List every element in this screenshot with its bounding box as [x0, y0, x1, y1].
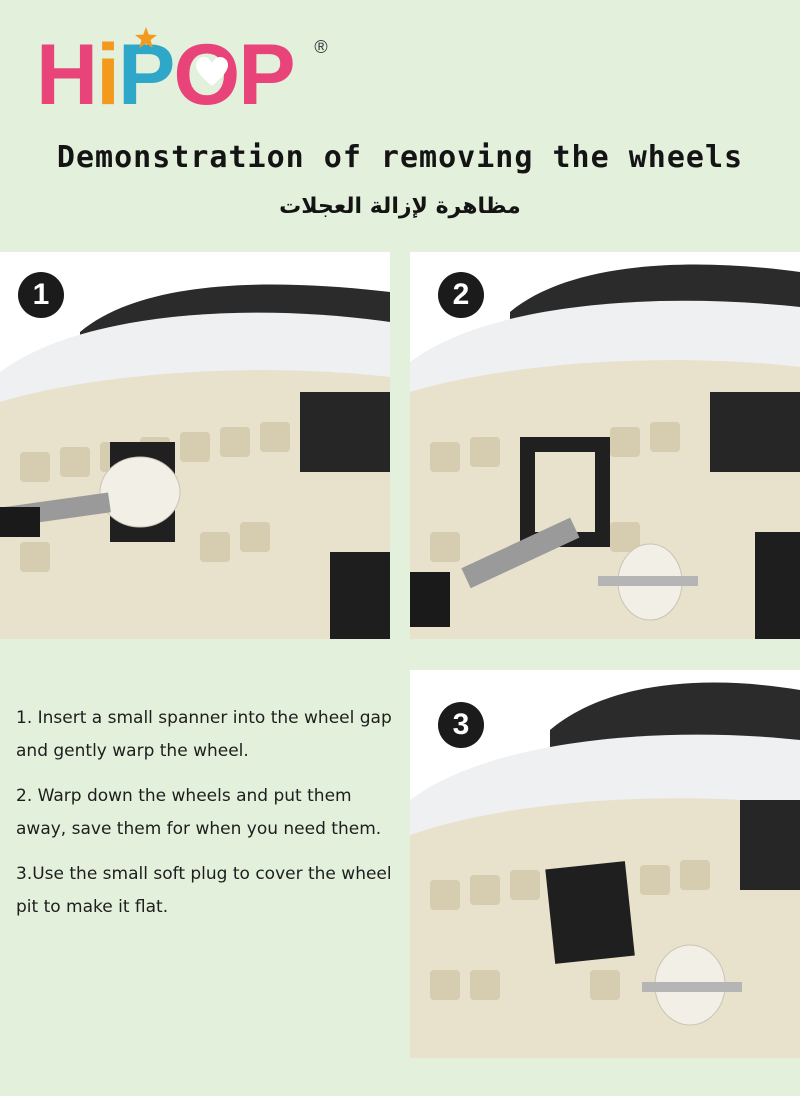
step-1-badge: 1 — [18, 272, 64, 318]
step-3-badge: 3 — [438, 702, 484, 748]
page-title: Demonstration of removing the wheels — [56, 140, 744, 175]
step-2-badge: 2 — [438, 272, 484, 318]
shoe-sole-wheel-removed-image — [410, 252, 800, 639]
shoe-sole-with-wheel-image — [0, 252, 390, 639]
logo-letter-i: i — [96, 27, 120, 123]
heart-icon — [196, 57, 228, 86]
instruction-step-1: 1. Insert a small spanner into the wheel… — [16, 708, 392, 761]
instruction-step-2: 2. Warp down the wheels and put them awa… — [16, 786, 382, 839]
instructions-list: 1. Insert a small spanner into the wheel… — [16, 702, 401, 936]
page-subtitle-arabic: مظاهرة لإزالة العجلات — [279, 194, 521, 219]
logo-letter-p: P — [118, 27, 175, 123]
step-2-photo: 2 — [410, 252, 800, 639]
instruction-step-3: 3.Use the small soft plug to cover the w… — [16, 864, 392, 917]
hipop-logo: HiPOP ® — [36, 27, 328, 123]
logo-letter-p2: P — [238, 27, 295, 123]
star-icon — [135, 27, 157, 48]
step-3-photo: 3 — [410, 670, 800, 1058]
step-1-photo: 1 — [0, 252, 390, 639]
logo-letter-h: H — [36, 27, 98, 123]
registered-mark: ® — [314, 37, 328, 57]
